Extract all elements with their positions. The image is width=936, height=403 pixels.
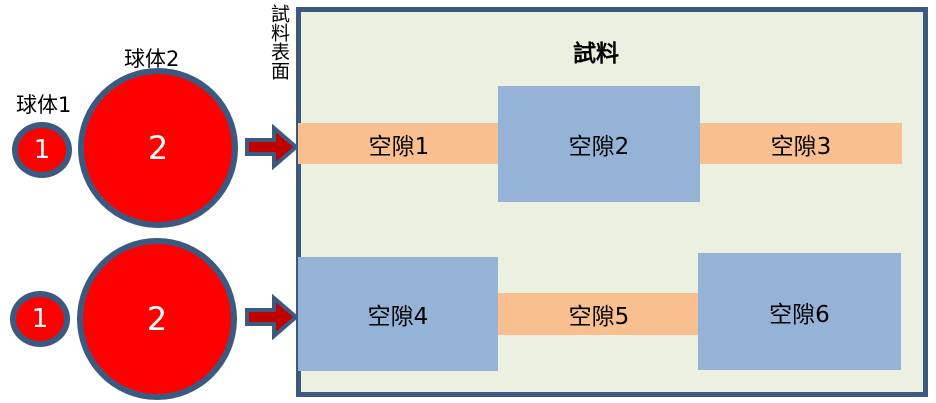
pore-3-label: 空隙3: [770, 133, 832, 160]
sphere-2-top: 2: [78, 68, 238, 228]
sphere2-label: 球体2: [124, 47, 180, 71]
pore-5: 空隙5: [498, 293, 700, 335]
pore-2-label: 空隙2: [568, 134, 630, 160]
arrow-right-icon: [245, 294, 300, 340]
sphere-2-bottom: 2: [77, 238, 237, 400]
pore-6: 空隙6: [698, 253, 901, 370]
sphere-1-bottom-number: 1: [31, 304, 49, 334]
pore-4-label: 空隙4: [367, 304, 429, 330]
sphere-1-top: 1: [12, 122, 72, 178]
sphere1-label: 球体1: [16, 93, 72, 117]
pore-1: 空隙1: [298, 123, 500, 164]
arrow-right-icon: [245, 124, 300, 170]
pore-1-label: 空隙1: [368, 133, 430, 160]
sphere-1-bottom: 1: [10, 291, 70, 347]
sphere-2-bottom-number: 2: [146, 300, 168, 338]
pore-6-label: 空隙6: [769, 301, 830, 328]
pore-2: 空隙2: [498, 86, 700, 202]
sphere-1-top-number: 1: [33, 135, 51, 165]
sphere-2-top-number: 2: [147, 129, 169, 167]
sample-surface-label: 試料表面: [268, 4, 290, 80]
pore-5-label: 空隙5: [568, 304, 630, 330]
pore-3: 空隙3: [700, 123, 902, 164]
pore-4: 空隙4: [298, 257, 498, 371]
sample-title: 試料: [573, 41, 619, 67]
